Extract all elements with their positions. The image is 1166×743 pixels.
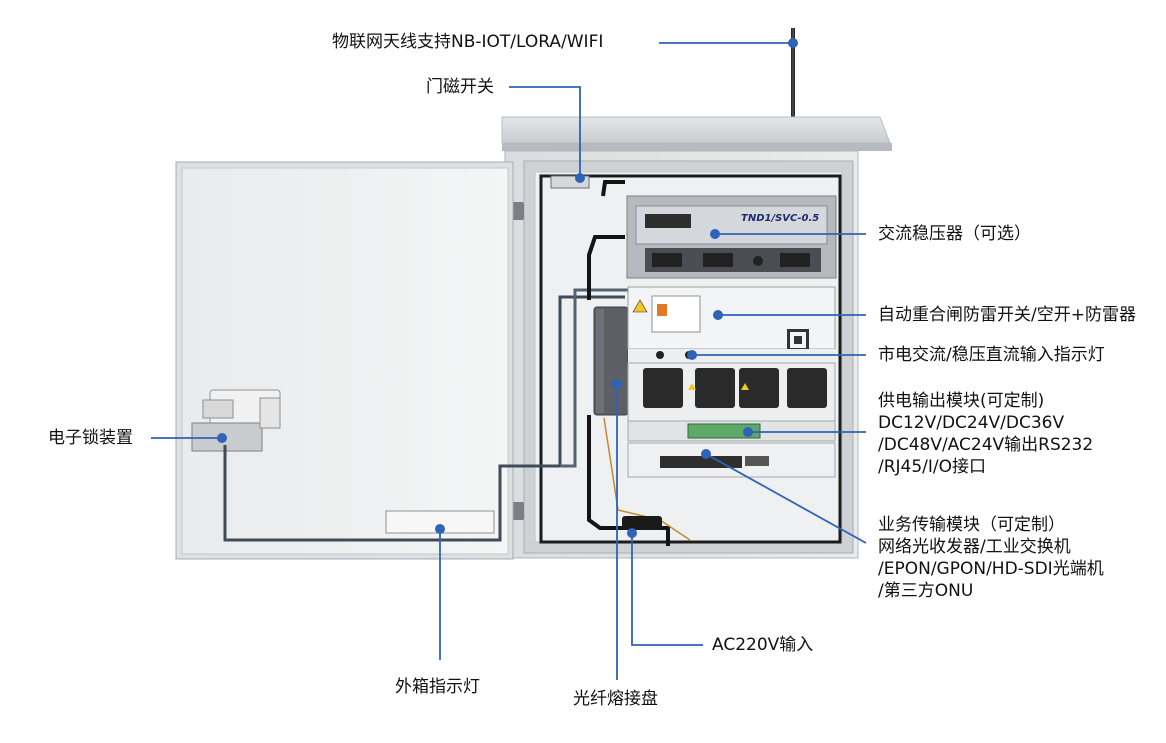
cabinet-door [175,161,514,560]
label-service-module: 业务传输模块（可定制） 网络光收发器/工业交换机 /EPON/GPON/HD-S… [878,514,1104,602]
power-outlet-panel [627,362,836,422]
label-fiber-splice: 光纤熔接盘 [573,689,658,709]
indicator-panel [628,349,835,363]
cabinet-roof [501,116,892,151]
label-power-module: 供电输出模块(可定制) DC12V/DC24V/DC36V /DC48V/AC2… [878,390,1093,478]
label-outer-indicator: 外箱指示灯 [395,677,480,697]
regulator-model-text: TND1/SVC-0.5 [741,213,819,224]
label-ac-input: AC220V输入 [712,635,814,655]
service-module-line: 业务传输模块（可定制） [878,515,1065,535]
power-module-line: /RJ45/I/O接口 [878,457,987,477]
service-module-line: /EPON/GPON/HD-SDI光端机 [878,559,1104,579]
service-module-line: /第三方ONU [878,581,974,601]
power-output-terminals [627,420,836,442]
label-electronic-lock: 电子锁装置 [48,428,133,448]
door-hinges [512,202,524,520]
orange-fiber [603,417,691,541]
door-cable [223,288,630,542]
label-indicator-mains: 市电交流/稳压直流输入指示灯 [878,345,1105,365]
surge-breaker-panel [627,286,836,351]
label-surge-breaker: 自动重合闸防雷开关/空开+防雷器 [878,305,1136,325]
service-module [627,442,836,478]
leader-lines [151,42,867,680]
label-voltage-regulator: 交流稳压器（可选） [878,224,1031,244]
fiber-splice-tray [593,306,629,416]
label-antenna: 物联网天线支持NB-IOT/LORA/WIFI [332,32,604,52]
voltage-regulator: TND1/SVC-0.5 [626,195,837,279]
power-module-line: /DC48V/AC24V输出RS232 [878,435,1094,455]
service-module-line: 网络光收发器/工业交换机 [878,537,1071,557]
leader-dots [217,38,798,538]
ac-input-connector [622,516,662,530]
power-module-line: 供电输出模块(可定制) [878,391,1045,411]
power-module-line: DC12V/DC24V/DC36V [878,413,1065,433]
main-cables [587,180,670,546]
electronic-lock [191,389,281,452]
label-door-sensor: 门磁开关 [426,77,494,97]
